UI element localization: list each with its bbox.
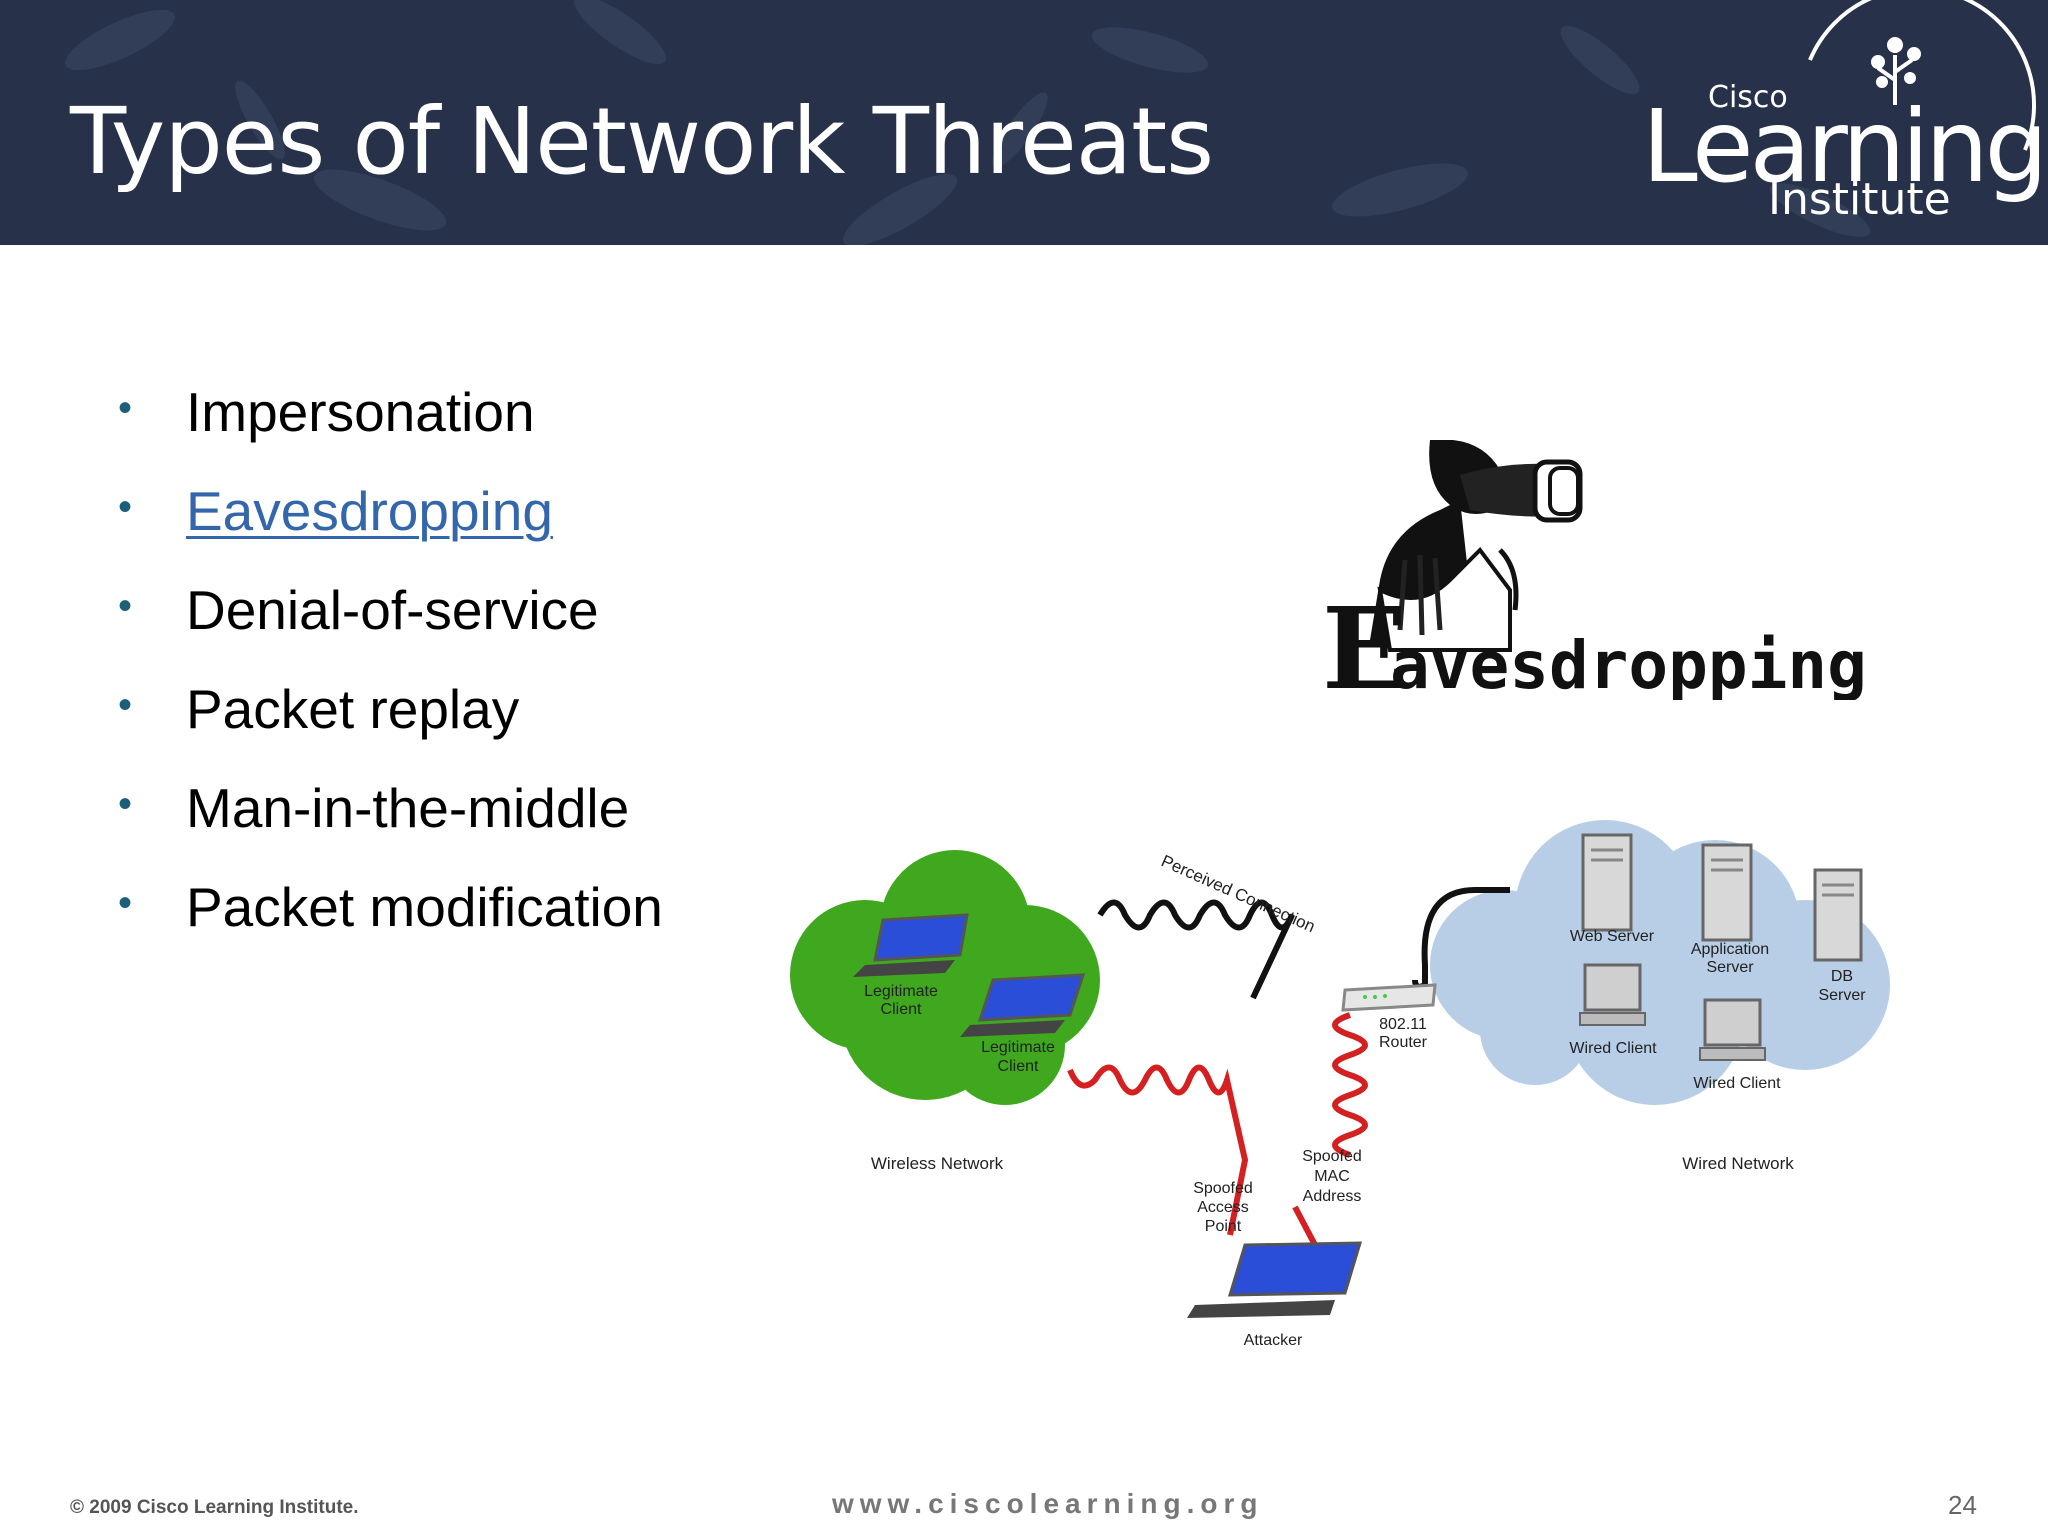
tree-icon xyxy=(1871,37,1921,105)
wired-client-label: Wired Client xyxy=(1569,1040,1657,1057)
router-label: Router xyxy=(1379,1034,1428,1051)
application-server-label: Application xyxy=(1691,941,1769,958)
footer-copyright: © 2009 Cisco Learning Institute. xyxy=(70,1497,359,1518)
application-server-label: Server xyxy=(1706,959,1754,976)
wired-network-label: Wired Network xyxy=(1682,1154,1794,1173)
wired-client-computer-icon xyxy=(1579,963,1646,1026)
slide-header: Types of Network Threats Cisco Learning … xyxy=(0,0,2048,245)
perceived-connection-wave xyxy=(1097,899,1295,1000)
spoofed-mac-wave xyxy=(1332,1012,1368,1158)
logo-learning-text: Learning xyxy=(1642,88,2048,205)
logo-cisco-text: Cisco xyxy=(1708,80,1788,115)
page-number: 24 xyxy=(1948,1490,1977,1520)
slide-title: Types of Network Threats xyxy=(70,88,1214,195)
db-server-label: Server xyxy=(1818,987,1866,1004)
leaf-texture-background xyxy=(65,0,1871,245)
list-item-text: Denial-of-service xyxy=(186,579,599,641)
bullet-icon: • xyxy=(118,584,133,628)
cisco-learning-institute-logo: Cisco Learning Institute xyxy=(1620,0,2048,245)
eavesdropping-network-diagram: Perceived Connection Legitimate Client L… xyxy=(790,820,1890,1349)
legitimate-client-label: Client xyxy=(881,1001,922,1018)
attacker-wave xyxy=(1292,1205,1318,1247)
spoofed-access-point-label: Spoofed xyxy=(1193,1180,1253,1197)
list-item-text: Man-in-the-middle xyxy=(186,777,630,839)
list-item-text: Packet modification xyxy=(186,876,663,938)
list-item-text: Impersonation xyxy=(186,381,535,443)
bullet-icon: • xyxy=(118,782,133,826)
router-icon xyxy=(1341,983,1437,1012)
list-item-text: Packet replay xyxy=(186,678,520,740)
logo-arc-icon xyxy=(1808,0,2037,151)
legitimate-client-label: Legitimate xyxy=(981,1039,1055,1056)
bullet-icon: • xyxy=(118,881,133,925)
spoofed-mac-address-label: Spoofed xyxy=(1302,1148,1362,1165)
legitimate-client-laptop-icon xyxy=(853,913,969,977)
eavesdropping-caption-initial: E xyxy=(1322,584,1407,700)
bullet-icon: • xyxy=(118,683,133,727)
spoofed-access-point-label: Point xyxy=(1205,1218,1242,1235)
legitimate-client-laptop-icon xyxy=(960,973,1086,1037)
legitimate-client-label: Client xyxy=(998,1058,1039,1075)
wired-network-cloud xyxy=(1430,820,1890,1105)
web-server-icon xyxy=(1581,833,1633,932)
db-server-icon xyxy=(1813,868,1863,962)
attacker-laptop-icon xyxy=(1187,1241,1363,1318)
spoofed-access-point-label: Access xyxy=(1197,1199,1249,1216)
footer-url: www.ciscolearning.org xyxy=(832,1488,1264,1519)
legitimate-client-label: Legitimate xyxy=(864,983,938,1000)
eavesdropping-illustration: E avesdropping xyxy=(1322,440,1867,700)
bullet-icon: • xyxy=(118,485,133,529)
eavesdropping-link[interactable]: Eavesdropping xyxy=(186,480,553,542)
wired-client-computer-icon xyxy=(1699,998,1766,1061)
spoofed-mac-address-label: MAC xyxy=(1314,1168,1350,1185)
wireless-network-label: Wireless Network xyxy=(871,1154,1004,1173)
application-server-icon xyxy=(1701,843,1753,942)
logo-institute-text: Institute xyxy=(1768,174,1951,225)
router-label: 802.11 xyxy=(1379,1016,1427,1033)
attacker-label: Attacker xyxy=(1244,1332,1303,1349)
spoofed-access-point-wave xyxy=(1067,1064,1249,1236)
web-server-label: Web Server xyxy=(1570,928,1655,945)
db-server-label: DB xyxy=(1831,968,1853,985)
eavesdropping-caption-rest: avesdropping xyxy=(1390,627,1867,700)
bullet-icon: • xyxy=(118,386,133,430)
wired-client-label: Wired Client xyxy=(1693,1075,1781,1092)
spoofed-mac-address-label: Address xyxy=(1303,1188,1362,1205)
spy-with-binoculars-icon xyxy=(1370,440,1583,652)
